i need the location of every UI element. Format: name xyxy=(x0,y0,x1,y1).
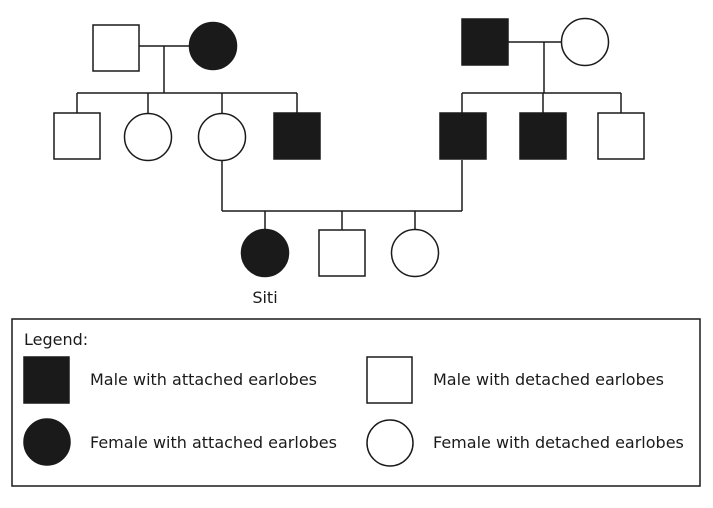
legend: Legend: Male with attached earlobes Male… xyxy=(11,318,701,487)
affected-male-square xyxy=(519,112,567,160)
pedigree-individuals xyxy=(53,17,645,278)
unaffected-male-square xyxy=(92,24,140,72)
legend-item-label: Male with detached earlobes xyxy=(433,370,664,389)
affected-female-circle xyxy=(240,228,290,278)
unaffected-female-circle xyxy=(123,112,173,162)
affected-male-square xyxy=(439,112,487,160)
filled-square-icon xyxy=(23,356,70,404)
empty-square-icon xyxy=(366,356,413,404)
siti-label: Siti xyxy=(252,288,277,307)
unaffected-female-circle xyxy=(560,17,610,67)
unaffected-female-circle xyxy=(197,112,247,162)
unaffected-female-circle xyxy=(390,228,440,278)
legend-item-label: Female with attached earlobes xyxy=(90,433,337,452)
empty-circle-icon xyxy=(366,419,414,467)
legend-item-label: Male with attached earlobes xyxy=(90,370,317,389)
unaffected-male-square xyxy=(53,112,101,160)
pedigree-lines xyxy=(76,41,622,230)
affected-male-square xyxy=(273,112,321,160)
legend-box xyxy=(11,318,701,487)
legend-title: Legend: xyxy=(24,330,88,349)
unaffected-male-square xyxy=(318,229,366,277)
unaffected-male-square xyxy=(597,112,645,160)
filled-circle-icon xyxy=(23,418,71,466)
affected-female-circle xyxy=(188,21,238,71)
affected-male-square xyxy=(461,18,509,66)
legend-item-label: Female with detached earlobes xyxy=(433,433,684,452)
